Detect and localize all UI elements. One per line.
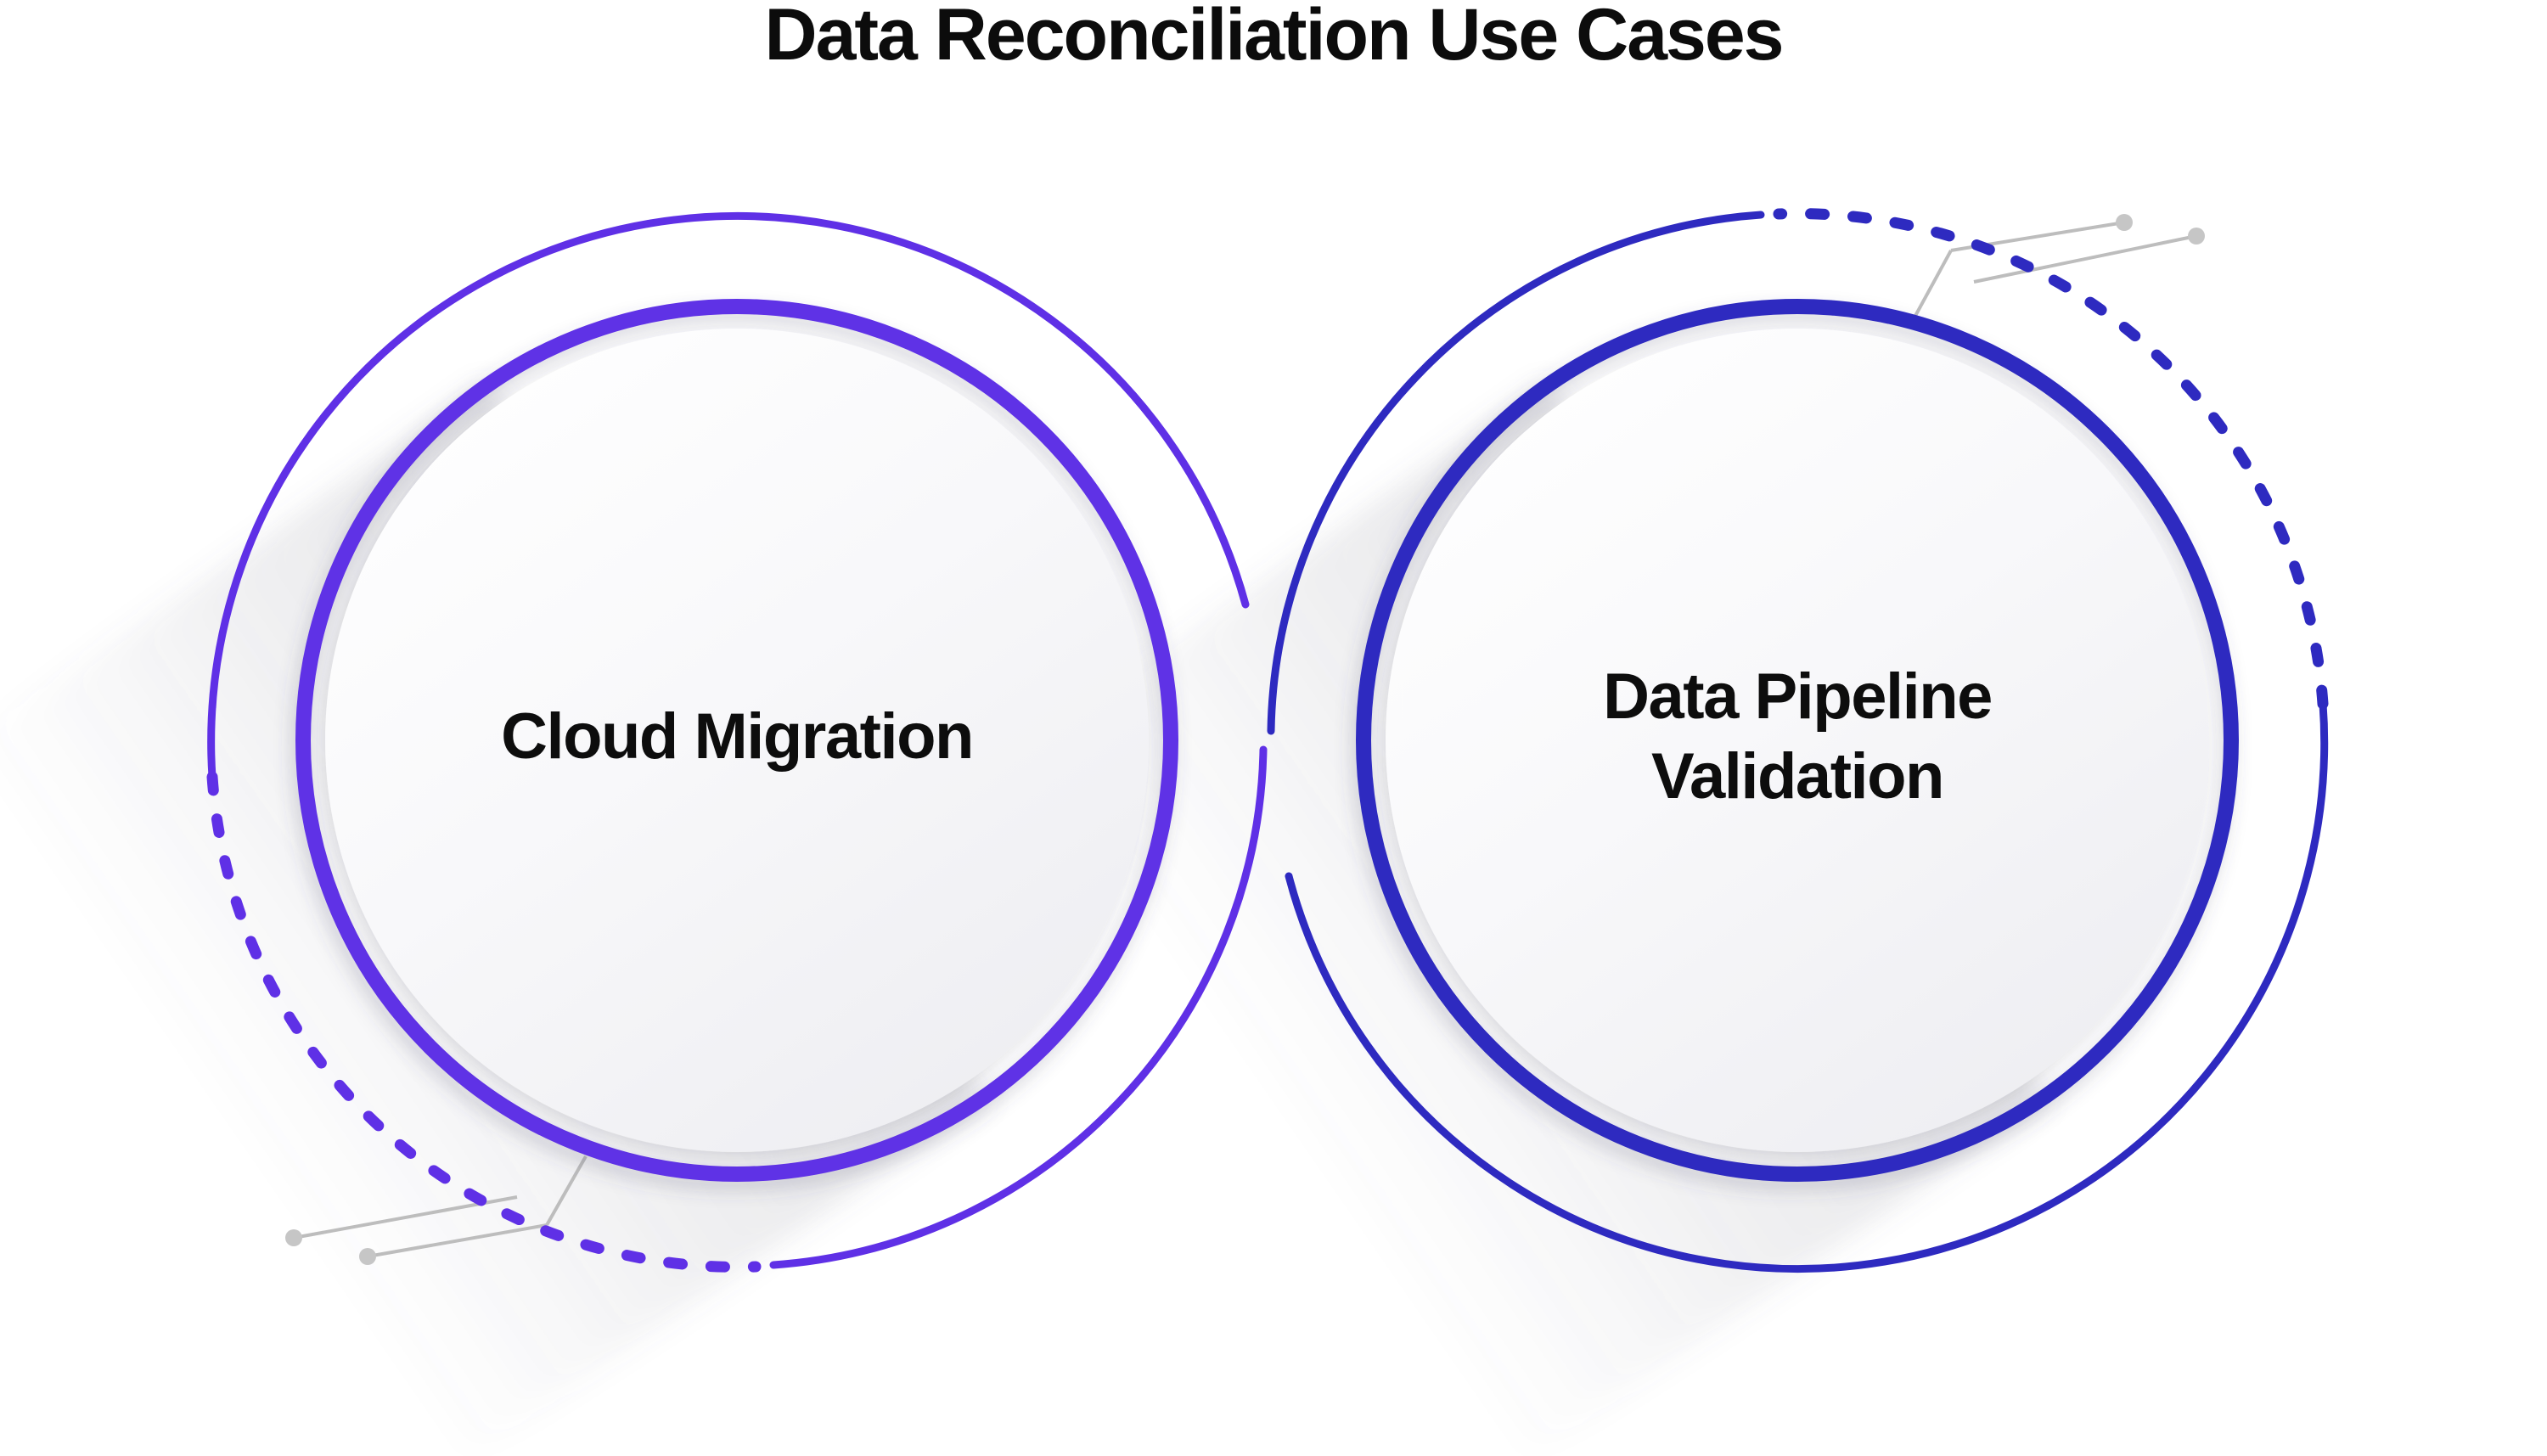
right-outer-arc-top-solid [1267, 211, 1765, 735]
page-title: Data Reconciliation Use Cases [764, 0, 1784, 76]
right-node-circle [1356, 299, 2239, 1182]
node-label-line: Data Pipeline [1603, 661, 1993, 733]
left-connector-to-ring [545, 1155, 588, 1226]
left-connector-dot-2 [359, 1248, 376, 1265]
right-connector-group [1914, 214, 2205, 317]
node-label-line: Cloud Migration [501, 700, 974, 773]
left-node-circle [295, 299, 1178, 1182]
left-outer-arc-top-solid [207, 212, 1250, 781]
right-node-fill [1386, 329, 2209, 1152]
node-label-cloud-migration: Cloud Migration [501, 697, 974, 777]
node-label-data-pipeline-validation: Data Pipeline Validation [1603, 657, 1993, 817]
left-node-fill [325, 329, 1149, 1152]
right-connector-dot-2 [2188, 228, 2205, 245]
left-outer-arc-dotted [206, 771, 762, 1273]
right-node-ring [1356, 299, 2239, 1182]
right-connector-free-line [1973, 234, 2197, 284]
left-connector-junction-line [367, 1223, 548, 1258]
left-connector-dot-1 [285, 1229, 302, 1246]
right-connector-dot-1 [2116, 214, 2133, 231]
right-outer-arc-dotted [1773, 208, 2329, 710]
left-node-ring [295, 299, 1178, 1182]
node-label-line: Validation [1651, 740, 1944, 812]
right-connector-to-ring [1914, 250, 1953, 317]
left-outer-arcs [206, 212, 1268, 1273]
right-outer-arcs [1267, 208, 2329, 1273]
right-outer-arc-bottom-solid [1285, 700, 2329, 1273]
left-outer-arc-bottom-solid [769, 745, 1268, 1269]
